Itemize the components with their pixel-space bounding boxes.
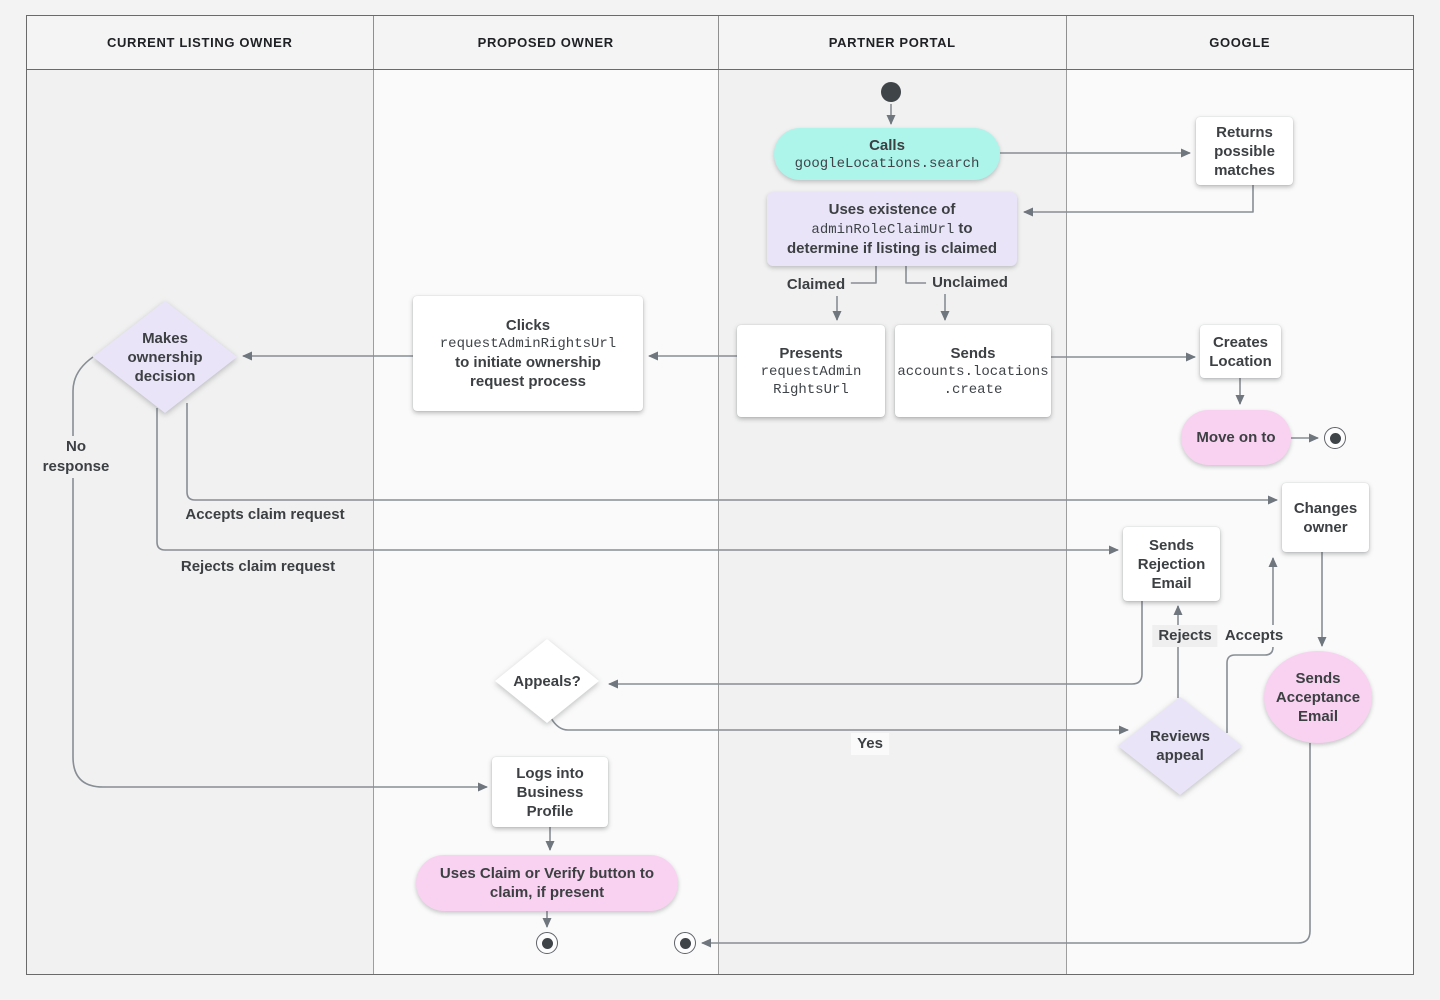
node-appeals-decision[interactable]: Appeals? [495,639,599,723]
node-code: googleLocations.search [794,155,980,172]
decision-diamond: Reviews appeal [1118,697,1242,795]
edge-label-unclaimed: Unclaimed [926,272,1014,294]
node-makes-ownership-decision[interactable]: Makes ownership decision [93,301,237,413]
edge-label-accepts-claim: Accepts claim request [179,504,351,526]
lane-header-proposed-owner: PROPOSED OWNER [374,16,719,69]
start-node[interactable] [881,82,901,102]
node-title: Calls [869,136,905,154]
node-creates-location[interactable]: Creates Location [1200,325,1281,378]
node-title: Clicks [505,317,551,334]
node-line2-suffix: to [954,220,973,237]
node-rest: to initiate ownership request process [455,354,601,390]
node-code: adminRoleClaimUrl [811,222,955,238]
node-uses-existence-admin-role-claim-url[interactable]: Uses existence of adminRoleClaimUrl to d… [767,192,1017,266]
node-label: Creates Location [1209,333,1272,370]
node-clicks-request-admin-rights-url[interactable]: Clicks requestAdminRightsUrl to initiate… [413,296,643,411]
decision-diamond: Appeals? [495,639,599,723]
node-label: Uses Claim or Verify button to claim, if… [439,865,655,901]
node-sends-rejection-email[interactable]: Sends Rejection Email [1123,527,1220,601]
end-node-claim[interactable] [536,932,558,954]
node-line3: determine if listing is claimed [786,240,998,257]
node-presents-request-admin-rights-url[interactable]: Presents requestAdmin RightsUrl [737,325,885,417]
lane-header-row: CURRENT LISTING OWNER PROPOSED OWNER PAR… [26,15,1414,70]
edge-label-accepts: Accepts [1218,625,1290,647]
edge-label-no-response: No response [36,436,116,478]
node-calls-google-locations-search[interactable]: Calls googleLocations.search [774,128,1000,180]
node-code: accounts.locations .create [897,363,1049,398]
node-title: Sends [950,344,996,362]
edge-label-claimed: Claimed [780,274,852,296]
node-returns-possible-matches[interactable]: Returns possible matches [1196,117,1293,185]
decision-diamond: Makes ownership decision [93,301,237,413]
node-code: requestAdmin RightsUrl [760,363,862,398]
node-logs-into-business-profile[interactable]: Logs into Business Profile [492,757,608,827]
edge-label-rejects: Rejects [1152,625,1218,647]
node-label: Returns possible matches [1214,123,1275,179]
node-label: Sends Acceptance Email [1275,669,1361,725]
lane-header-partner-portal: PARTNER PORTAL [719,16,1067,69]
lane-header-current-listing-owner: CURRENT LISTING OWNER [27,16,374,69]
end-node-move-on[interactable] [1324,427,1346,449]
node-label: Changes owner [1293,499,1358,536]
node-changes-owner[interactable]: Changes owner [1282,483,1369,552]
edge-label-yes: Yes [851,733,889,755]
node-sends-accounts-locations-create[interactable]: Sends accounts.locations .create [895,325,1051,417]
node-label: Move on to [1196,429,1276,446]
edge-label-rejects-claim: Rejects claim request [174,556,342,578]
node-line2: adminRoleClaimUrl to [811,219,972,239]
node-move-on-to[interactable]: Move on to [1181,410,1291,465]
node-reviews-appeal[interactable]: Reviews appeal [1118,697,1242,795]
node-label: Sends Rejection Email [1137,536,1206,592]
node-title: Presents [779,344,843,362]
node-uses-claim-or-verify-button[interactable]: Uses Claim or Verify button to claim, if… [416,855,678,911]
end-node-acceptance[interactable] [674,932,696,954]
lane-header-google: GOOGLE [1209,35,1271,50]
node-sends-acceptance-email[interactable]: Sends Acceptance Email [1264,651,1372,743]
node-line1: Uses existence of [828,201,956,218]
node-code: requestAdminRightsUrl [439,336,617,352]
node-label: Logs into Business Profile [516,764,584,820]
